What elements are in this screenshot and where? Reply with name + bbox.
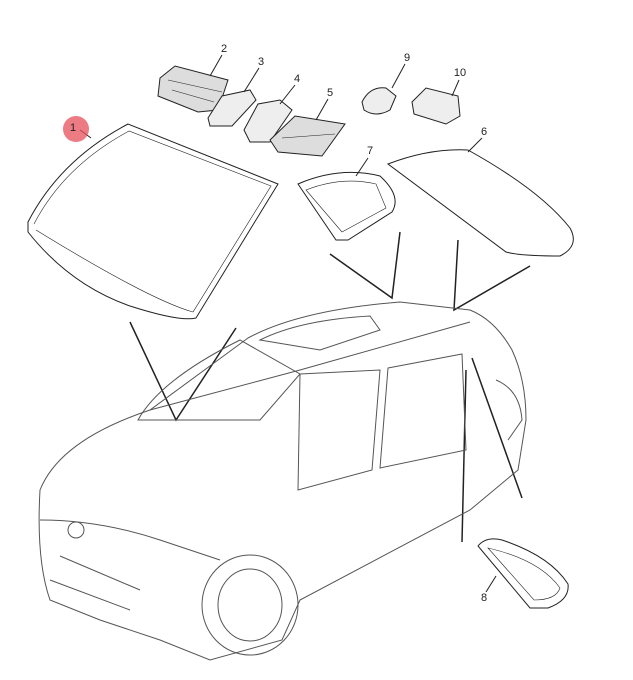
vehicle-outline <box>38 301 527 661</box>
leader-lines <box>129 231 531 543</box>
callout-7[interactable]: 7 <box>366 145 374 157</box>
callout-10[interactable]: 10 <box>453 67 467 79</box>
part-3-cover[interactable] <box>207 67 260 127</box>
callout-6[interactable]: 6 <box>480 126 488 138</box>
callout-9[interactable]: 9 <box>403 52 411 64</box>
part-4-cover[interactable] <box>243 84 296 143</box>
callout-1[interactable]: 1 <box>69 122 77 134</box>
callout-3[interactable]: 3 <box>257 56 265 68</box>
part-7-quarter-glass[interactable] <box>297 157 396 241</box>
part-6-rear-glass[interactable] <box>386 137 574 257</box>
callout-8[interactable]: 8 <box>480 592 488 604</box>
part-5-module[interactable] <box>269 98 346 157</box>
part-8-side-glass[interactable] <box>477 538 569 609</box>
part-1-windshield[interactable] <box>27 123 279 320</box>
callout-4[interactable]: 4 <box>293 73 301 85</box>
callout-2[interactable]: 2 <box>220 43 228 55</box>
part-10-camera[interactable] <box>411 79 461 125</box>
part-9-sensor[interactable] <box>361 63 406 115</box>
callout-1-highlight <box>63 116 89 142</box>
callout-5[interactable]: 5 <box>326 87 334 99</box>
